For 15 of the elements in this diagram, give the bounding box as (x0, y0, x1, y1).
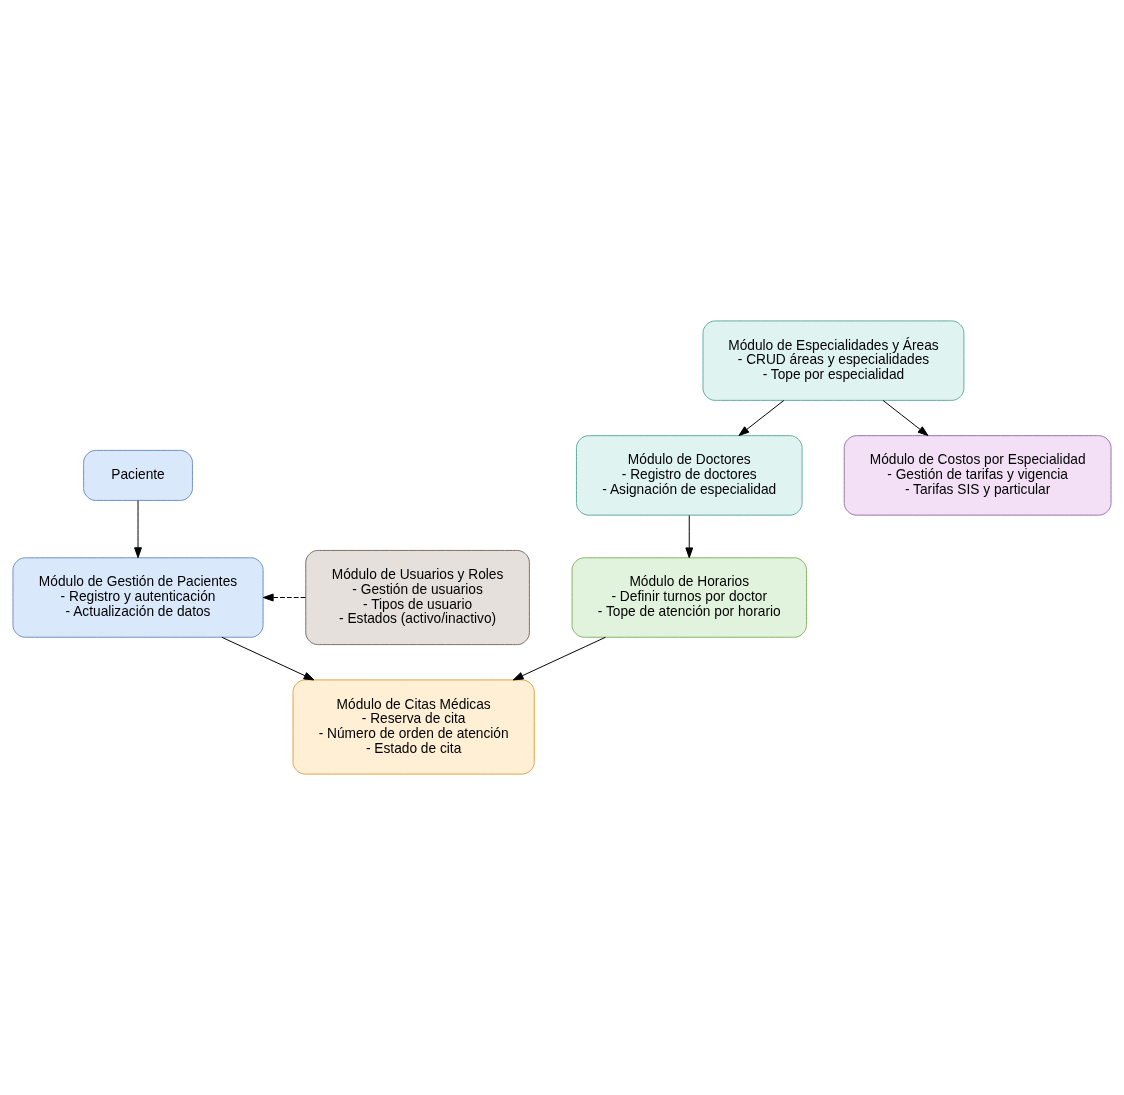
node-box: Módulo de Usuarios y Roles - Gestión de usuarios - Tipos de usuario - Estados (activo/inactivo) (305, 549, 530, 646)
node-box: Módulo de Doctores - Registro de doctores - Asignación de especialidad (576, 435, 803, 516)
arrow (221, 636, 315, 681)
node-box: Módulo de Costos por Especialidad - Gestión de tarifas y vigencia - Tarifas SIS y particular (843, 435, 1112, 516)
arrow (738, 399, 785, 437)
arrow (512, 636, 606, 681)
node-box: Módulo de Citas Médicas - Reserva de cita - Número de orden de atención - Estado de cita (292, 679, 535, 775)
arrow (134, 500, 142, 559)
arrow (882, 399, 929, 437)
node-box: Módulo de Gestión de Pacientes - Registro y autenticación - Actualización de datos (12, 557, 264, 638)
node-box: Módulo de Horarios - Definir turnos por doctor - Tope de atención por horario (571, 557, 807, 638)
arrow (685, 514, 694, 559)
node-box: Módulo de Especialidades y Áreas - CRUD áreas y especialidades - Tope por especialidad (702, 320, 965, 401)
node-box: Paciente (83, 449, 193, 501)
arrow (262, 593, 306, 602)
